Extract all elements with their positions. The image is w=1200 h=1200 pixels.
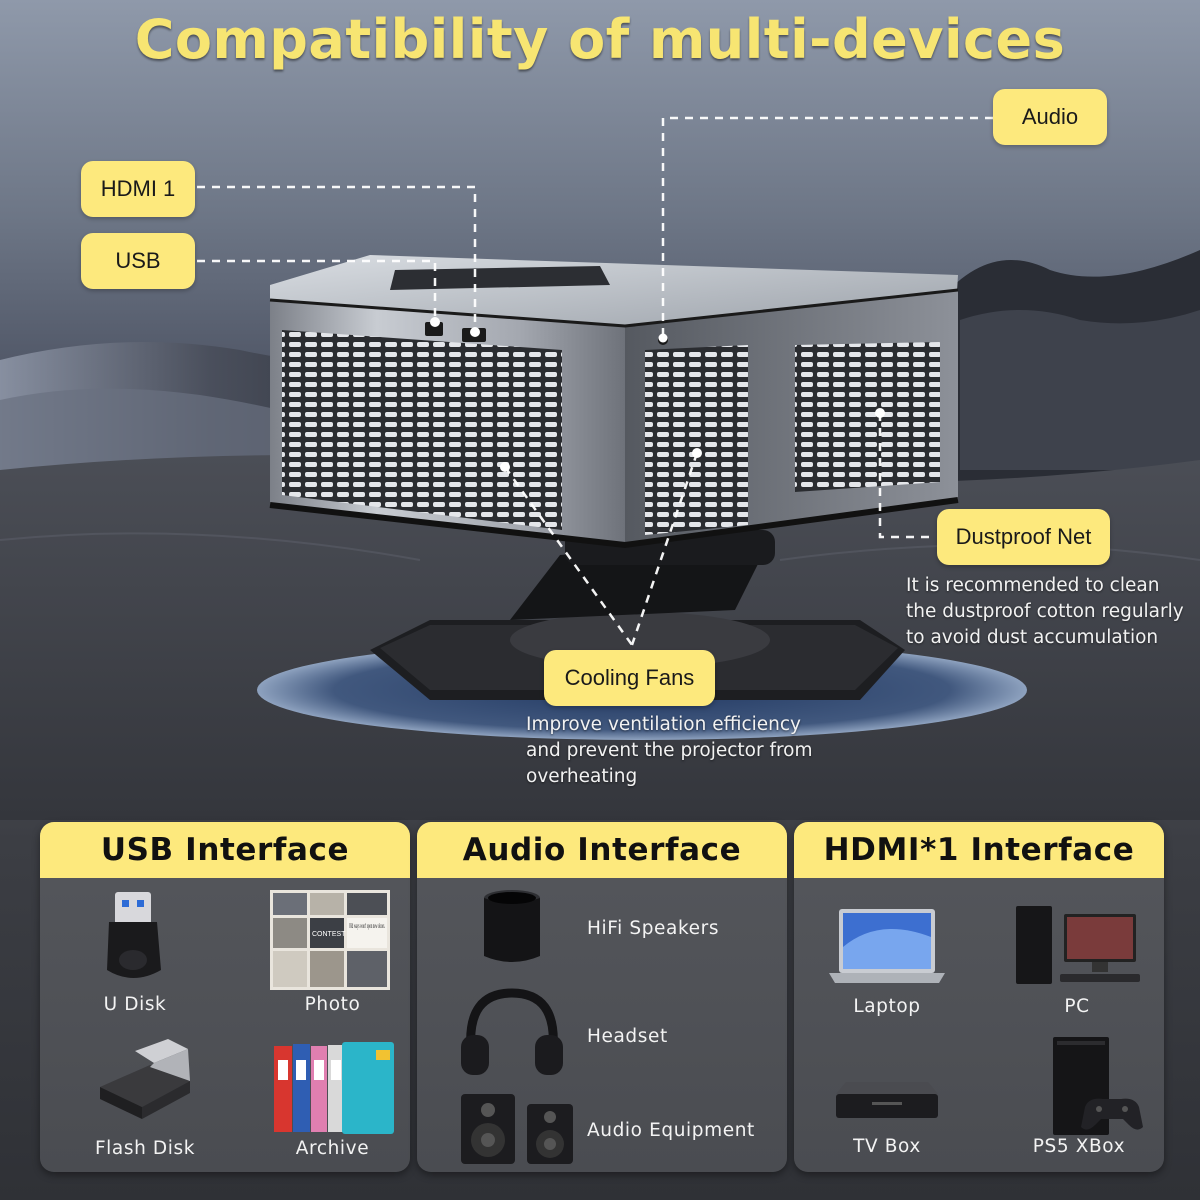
- hdmi-interface-panel: HDMI*1 Interface Laptop PC TV Box: [794, 822, 1164, 1172]
- dustproof-note-line: the dustproof cotton regularly: [906, 601, 1184, 622]
- item-label-pc: PC: [1064, 996, 1090, 1017]
- archive-folders-icon: [274, 1042, 394, 1134]
- photo-quote-text: Old ways won't open new doors.: [349, 921, 385, 930]
- item-label-ps5-xbox: PS5 XBox: [1032, 1136, 1126, 1157]
- dustproof-callout: Dustproof Net: [937, 509, 1110, 565]
- audio-interface-title: Audio Interface: [417, 822, 787, 878]
- item-label-archive: Archive: [295, 1138, 370, 1159]
- cooling-note-line: overheating: [526, 766, 638, 787]
- usb-drive-icon: [107, 892, 161, 978]
- tv-box-icon: [836, 1082, 938, 1118]
- cooling-fans-callout: Cooling Fans: [544, 650, 715, 706]
- hdmi-interface-title: HDMI*1 Interface: [794, 822, 1164, 878]
- cooling-note-line: Improve ventilation efficiency: [526, 714, 801, 735]
- item-label-hifi-speakers: HiFi Speakers: [587, 918, 720, 939]
- flash-disk-icon: [100, 1039, 190, 1119]
- dustproof-note: It is recommended to clean the dustproof…: [906, 573, 1184, 651]
- usb-interface-title: USB Interface: [40, 822, 410, 878]
- hifi-speaker-icon: [484, 890, 540, 962]
- hdmi-callout: HDMI 1: [81, 161, 195, 217]
- item-label-u-disk: U Disk: [103, 994, 167, 1015]
- laptop-icon: [829, 909, 945, 983]
- dustproof-note-line: to avoid dust accumulation: [906, 627, 1159, 648]
- item-label-photo: Photo: [304, 994, 361, 1015]
- item-label-flash-disk: Flash Disk: [94, 1138, 196, 1159]
- audio-interface-panel: Audio Interface HiFi Speakers Headset Au…: [417, 822, 787, 1172]
- item-label-headset: Headset: [587, 1026, 668, 1047]
- desktop-pc-icon: [1016, 906, 1140, 984]
- item-label-laptop: Laptop: [853, 996, 921, 1017]
- cooling-note-line: and prevent the projector from: [526, 740, 813, 761]
- usb-callout: USB: [81, 233, 195, 289]
- photo-collage-icon: CONTEST Old ways won't open new doors.: [270, 890, 390, 990]
- game-console-icon: [1053, 1037, 1143, 1135]
- item-label-tv-box: TV Box: [853, 1136, 921, 1157]
- dustproof-note-line: It is recommended to clean: [906, 575, 1160, 596]
- cooling-note: Improve ventilation efficiency and preve…: [526, 712, 813, 790]
- headset-icon: [461, 988, 563, 1075]
- usb-interface-panel: USB Interface U Disk CONTEST Old ways wo…: [40, 822, 410, 1172]
- item-label-audio-equipment: Audio Equipment: [587, 1120, 755, 1141]
- audio-callout: Audio: [993, 89, 1107, 145]
- photo-contest-text: CONTEST: [312, 931, 346, 938]
- page-title: Compatibility of multi-devices: [134, 8, 1066, 71]
- bookshelf-speakers-icon: [461, 1094, 573, 1164]
